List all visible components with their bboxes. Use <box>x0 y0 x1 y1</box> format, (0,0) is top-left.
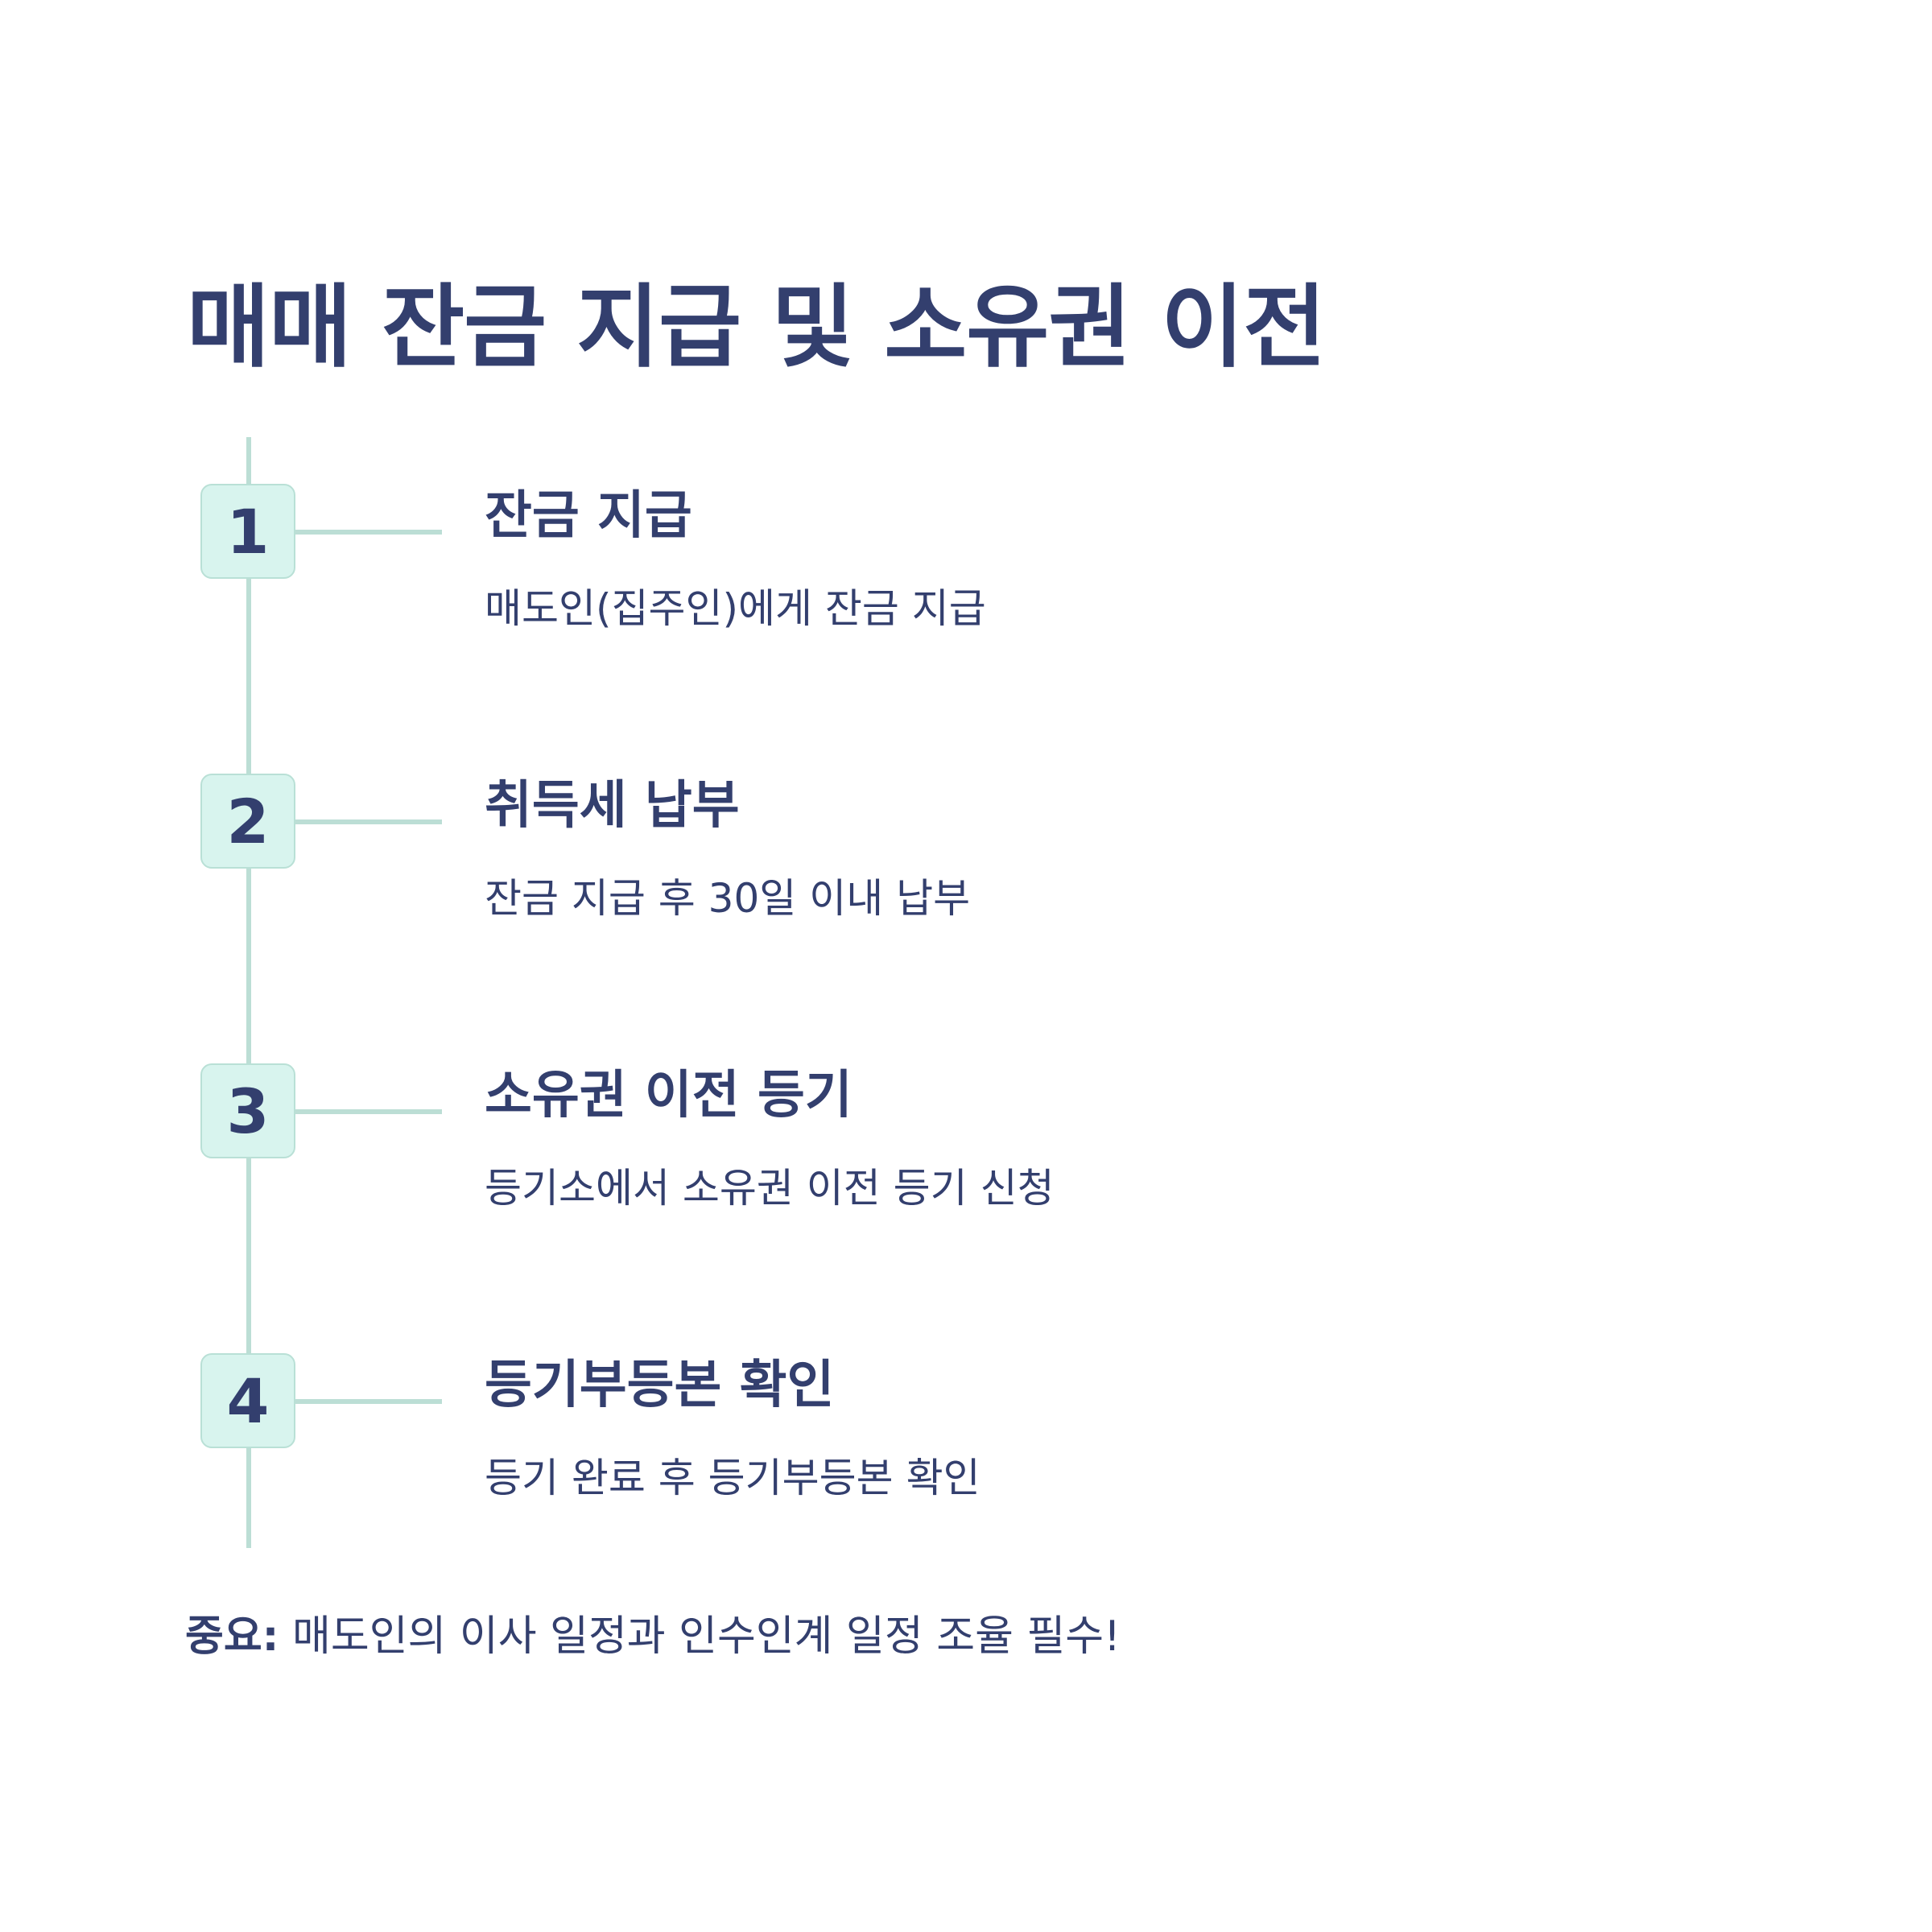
timeline-step: 3 소유권 이전 등기 등기소에서 소유권 이전 등기 신청 <box>0 1063 1932 1224</box>
step-number-badge: 3 <box>200 1063 295 1158</box>
step-description: 등기 완료 후 등기부등본 확인 <box>485 1455 980 1501</box>
timeline-step: 1 잔금 지급 매도인(집주인)에게 잔금 지급 <box>0 484 1932 645</box>
step-title: 취득세 납부 <box>485 776 740 836</box>
timeline-step: 2 취득세 납부 잔금 지급 후 30일 이내 납부 <box>0 774 1932 935</box>
step-description: 등기소에서 소유권 이전 등기 신청 <box>485 1165 1055 1212</box>
step-description: 잔금 지급 후 30일 이내 납부 <box>485 875 971 922</box>
step-number-badge: 2 <box>200 774 295 869</box>
important-note: 중요: 매도인의 이사 일정과 인수인계 일정 조율 필수! <box>185 1602 1121 1662</box>
step-title: 소유권 이전 등기 <box>485 1066 852 1125</box>
step-connector <box>295 530 442 535</box>
step-title: 잔금 지급 <box>485 486 692 546</box>
step-connector <box>295 819 442 824</box>
note-label: 중요: <box>185 1612 279 1661</box>
step-number-badge: 1 <box>200 484 295 579</box>
timeline-line <box>246 437 251 1548</box>
step-number-badge: 4 <box>200 1353 295 1448</box>
timeline-step: 4 등기부등본 확인 등기 완료 후 등기부등본 확인 <box>0 1353 1932 1514</box>
step-connector <box>295 1109 442 1114</box>
note-text: 매도인의 이사 일정과 인수인계 일정 조율 필수! <box>292 1612 1121 1661</box>
step-title: 등기부등본 확인 <box>485 1356 835 1415</box>
page-title: 매매 잔금 지급 및 소유권 이전 <box>187 275 1326 380</box>
step-connector <box>295 1399 442 1404</box>
step-description: 매도인(집주인)에게 잔금 지급 <box>485 585 986 632</box>
